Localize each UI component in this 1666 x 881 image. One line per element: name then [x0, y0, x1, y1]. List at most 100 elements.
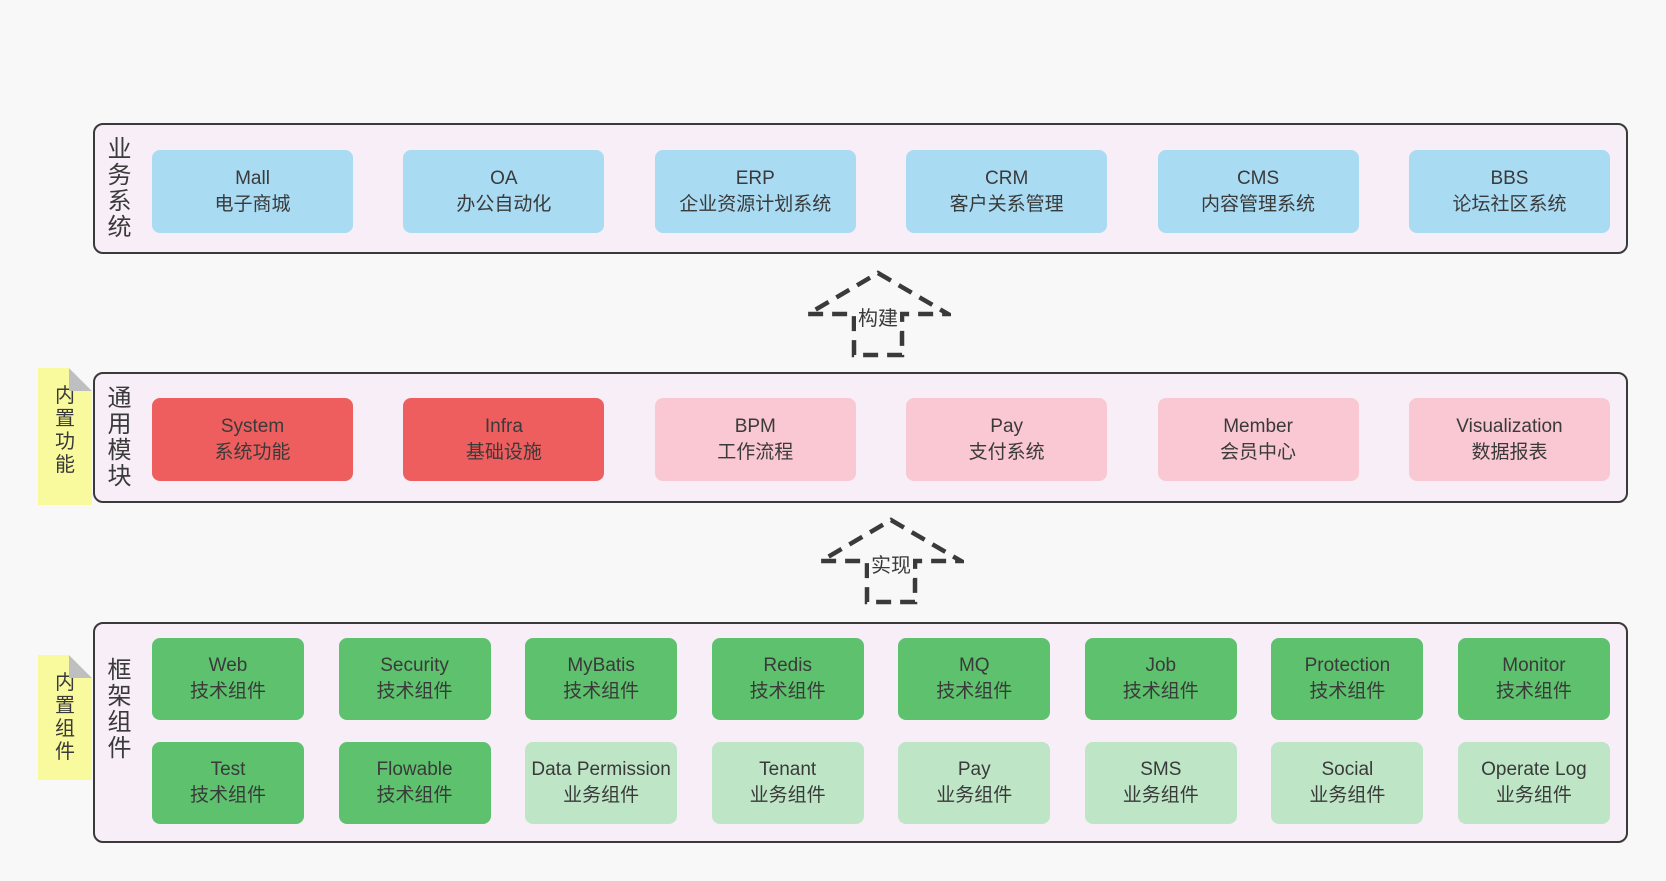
box-subtitle: 技术组件 [189, 785, 266, 806]
folded-corner-icon [69, 368, 92, 391]
box-subtitle: 技术组件 [1309, 681, 1386, 702]
arrow-build-label: 构建 [856, 301, 900, 332]
box-web: Web 技术组件 [152, 638, 304, 720]
box-title: Web [208, 655, 248, 676]
box-protection: Protection 技术组件 [1271, 638, 1424, 720]
box-subtitle: 工作流程 [717, 441, 794, 463]
box-title: Social [1321, 759, 1374, 780]
box-title: CMS [1236, 167, 1280, 189]
box-subtitle: 电子商城 [214, 193, 291, 215]
box-visualization: Visualization 数据报表 [1408, 398, 1610, 481]
panel-label-framework-components: 框架组件 [107, 657, 132, 762]
box-title: Tenant [759, 759, 817, 780]
box-title: SMS [1140, 759, 1182, 780]
box-title: System [220, 415, 285, 437]
box-mybatis: MyBatis 技术组件 [525, 638, 678, 720]
box-tenant: Tenant 业务组件 [711, 742, 864, 824]
box-subtitle: 技术组件 [563, 681, 640, 702]
box-subtitle: 支付系统 [968, 441, 1045, 463]
box-subtitle: 数据报表 [1471, 441, 1548, 463]
arrow-implement: 实现 [818, 517, 964, 605]
arrow-up-shape [805, 270, 951, 358]
box-title: Data Permission [531, 759, 671, 780]
sticky-note-label: 内置功能 [55, 385, 75, 476]
box-operate-log: Operate Log 业务组件 [1457, 742, 1610, 824]
box-title: Redis [763, 655, 812, 676]
box-pay-business: Pay 业务组件 [898, 742, 1051, 824]
box-title: MQ [958, 655, 990, 676]
box-subtitle: 业务组件 [749, 785, 826, 806]
box-subtitle: 企业资源计划系统 [679, 193, 832, 215]
arrow-build: 构建 [805, 270, 951, 358]
box-title: BPM [734, 415, 776, 437]
box-bpm: BPM 工作流程 [654, 398, 856, 481]
box-title: Pay [957, 759, 991, 780]
box-title: Visualization [1456, 415, 1563, 437]
box-redis: Redis 技术组件 [711, 638, 864, 720]
box-title: Mall [235, 167, 270, 189]
box-erp: ERP 企业资源计划系统 [654, 150, 856, 233]
box-data-permission: Data Permission 业务组件 [525, 742, 678, 824]
box-pay: Pay 支付系统 [906, 398, 1108, 481]
box-subtitle: 技术组件 [1122, 681, 1199, 702]
box-title: Member [1223, 415, 1293, 437]
box-crm: CRM 客户关系管理 [906, 150, 1108, 233]
box-subtitle: 业务组件 [563, 785, 640, 806]
box-title: MyBatis [567, 655, 635, 676]
box-job: Job 技术组件 [1084, 638, 1237, 720]
box-subtitle: 技术组件 [1495, 681, 1572, 702]
box-subtitle: 技术组件 [189, 681, 266, 702]
business-systems-row: Mall 电子商城 OA 办公自动化 ERP 企业资源计划系统 CRM 客户关系… [152, 150, 1610, 233]
box-oa: OA 办公自动化 [403, 150, 605, 233]
box-title: ERP [735, 167, 775, 189]
arrow-implement-label: 实现 [869, 548, 913, 579]
box-subtitle: 客户关系管理 [949, 193, 1064, 215]
box-title: Operate Log [1481, 759, 1587, 780]
sticky-note-builtin-features: 内置功能 [38, 368, 92, 505]
sticky-note-builtin-components: 内置组件 [38, 655, 92, 780]
box-subtitle: 内容管理系统 [1201, 193, 1316, 215]
box-title: CRM [985, 167, 1029, 189]
box-sms: SMS 业务组件 [1084, 742, 1237, 824]
box-subtitle: 论坛社区系统 [1452, 193, 1567, 215]
box-title: Monitor [1502, 655, 1566, 676]
box-title: Test [210, 759, 246, 780]
box-test: Test 技术组件 [152, 742, 304, 824]
box-title: Infra [484, 415, 523, 437]
box-title: Protection [1304, 655, 1391, 676]
box-mall: Mall 电子商城 [152, 150, 353, 233]
box-subtitle: 技术组件 [376, 681, 453, 702]
arrow-up-shape [818, 517, 964, 605]
box-subtitle: 系统功能 [214, 441, 291, 463]
panel-label-common-modules: 通用模块 [107, 384, 132, 490]
box-subtitle: 技术组件 [936, 681, 1013, 702]
box-title: Job [1145, 655, 1177, 676]
box-social: Social 业务组件 [1271, 742, 1424, 824]
panel-label-business-systems: 业务系统 [107, 135, 132, 241]
box-title: Pay [990, 415, 1024, 437]
box-subtitle: 业务组件 [936, 785, 1013, 806]
box-subtitle: 办公自动化 [456, 193, 552, 215]
box-subtitle: 业务组件 [1309, 785, 1386, 806]
box-subtitle: 会员中心 [1220, 441, 1297, 463]
panel-business-systems: 业务系统 Mall 电子商城 OA 办公自动化 ERP 企业资源计划系统 CRM… [93, 123, 1628, 254]
sticky-note-label: 内置组件 [55, 672, 75, 763]
box-cms: CMS 内容管理系统 [1157, 150, 1359, 233]
box-infra: Infra 基础设施 [403, 398, 605, 481]
box-mq: MQ 技术组件 [898, 638, 1051, 720]
common-modules-row: System 系统功能 Infra 基础设施 BPM 工作流程 Pay 支付系统… [152, 398, 1610, 481]
folded-corner-icon [69, 655, 92, 678]
box-title: Security [380, 655, 449, 676]
box-title: Flowable [376, 759, 453, 780]
box-system: System 系统功能 [152, 398, 353, 481]
box-security: Security 技术组件 [338, 638, 491, 720]
box-subtitle: 技术组件 [376, 785, 453, 806]
box-subtitle: 基础设施 [465, 441, 542, 463]
panel-common-modules: 通用模块 System 系统功能 Infra 基础设施 BPM 工作流程 Pay… [93, 372, 1628, 503]
box-member: Member 会员中心 [1157, 398, 1359, 481]
framework-components-row-1: Web 技术组件 Security 技术组件 MyBatis 技术组件 Redi… [152, 638, 1610, 720]
box-flowable: Flowable 技术组件 [338, 742, 491, 824]
panel-framework-components: 框架组件 Web 技术组件 Security 技术组件 MyBatis 技术组件… [93, 622, 1628, 843]
box-monitor: Monitor 技术组件 [1457, 638, 1610, 720]
